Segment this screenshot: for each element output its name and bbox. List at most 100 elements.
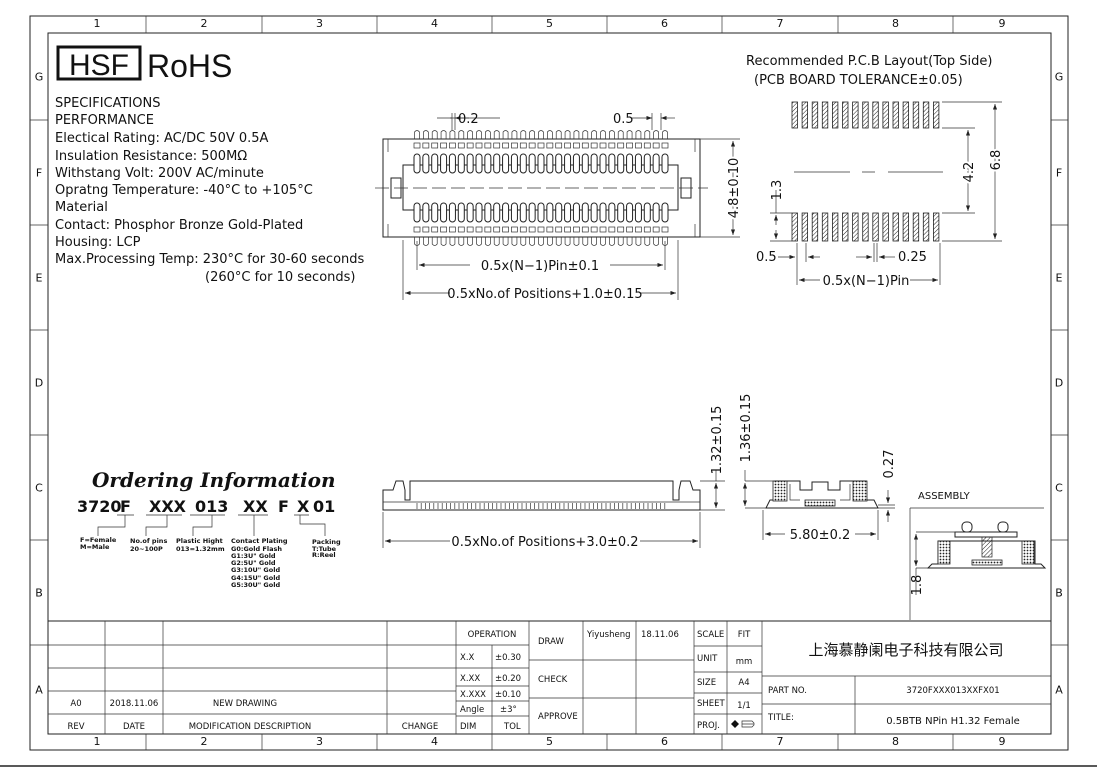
pcb-pad — [902, 212, 909, 242]
pin-bottom — [502, 237, 509, 246]
size-label: SIZE — [697, 678, 716, 688]
pin-bottom — [529, 237, 535, 246]
contact — [475, 153, 483, 174]
contact — [643, 202, 651, 223]
pin-window — [626, 226, 633, 233]
tol-dim: X.X — [460, 653, 475, 663]
pin-window — [599, 142, 607, 149]
height-value: 013=1.32mm — [176, 545, 225, 553]
tol-dim: Angle — [460, 705, 484, 715]
spec-line: Withstang Volt: 200V AC/minute — [55, 166, 264, 181]
pin-bottom — [449, 237, 456, 246]
pin-top — [600, 130, 606, 139]
pcb-pad — [862, 212, 869, 242]
zone-row-label: A — [35, 684, 43, 697]
zone-row-label: D — [1055, 377, 1063, 390]
zone-row-label: B — [1055, 587, 1063, 600]
contact — [555, 153, 563, 174]
contact — [413, 153, 421, 174]
pin-window — [608, 142, 616, 149]
part-no-label: PART NO. — [768, 686, 807, 696]
pin-bottom — [467, 237, 473, 246]
contact — [431, 153, 439, 174]
packing-label: Packing — [312, 538, 341, 546]
contact — [528, 153, 536, 174]
date-header: DATE — [123, 722, 145, 732]
pin-window — [511, 226, 518, 233]
spec-line: Max.Processing Temp: 230°C for 30-60 sec… — [55, 252, 365, 267]
ordering-information: Ordering Information 3720 F XXX 013 XX F… — [77, 468, 341, 589]
pin-top — [502, 130, 509, 139]
pin-window — [502, 226, 509, 233]
pcb-pad — [872, 101, 879, 129]
pin-window — [546, 226, 554, 233]
spec-line: Housing: LCP — [55, 235, 141, 250]
dim-pcb-pitch: 0.5 — [756, 250, 777, 265]
pcb-pad — [922, 101, 930, 129]
contact — [555, 202, 563, 223]
contact — [519, 202, 527, 223]
pin-top — [493, 130, 500, 139]
pcb-pad — [922, 212, 930, 242]
pin-window — [590, 142, 598, 149]
pin-bottom — [458, 237, 465, 246]
contact — [519, 153, 527, 174]
unit-value: mm — [736, 657, 753, 667]
pin-bottom — [538, 237, 544, 246]
pin-top — [423, 130, 429, 139]
pin-window — [661, 226, 669, 233]
pin-bottom — [547, 237, 553, 246]
plating-option: G3:10U" Gold — [231, 566, 280, 574]
pin-window — [573, 226, 580, 233]
contact — [581, 202, 589, 223]
pin-window — [555, 226, 563, 233]
contact — [493, 202, 501, 223]
pin-window — [599, 226, 607, 233]
zone-column-label: 9 — [999, 735, 1006, 748]
pin-window — [652, 226, 660, 233]
height-label: Plastic Hight — [176, 537, 223, 545]
gender-option: F=Female — [80, 536, 117, 544]
contact — [608, 202, 616, 223]
pin-top — [476, 130, 482, 139]
rev-date: 2018.11.06 — [110, 699, 159, 709]
pin-top — [520, 130, 527, 139]
zone-column-label: 4 — [431, 735, 438, 748]
zone-row-label: B — [35, 587, 43, 600]
zone-column-label: 1 — [94, 735, 101, 748]
contact — [422, 153, 430, 174]
pin-bottom — [423, 237, 429, 246]
tol-dim: X.XX — [460, 674, 480, 684]
dim-pad-length: 1.3 — [770, 180, 785, 201]
dim-pin-width: 0.2 — [458, 112, 479, 127]
check-label: CHECK — [538, 675, 568, 685]
pin-window — [617, 142, 625, 149]
plating-option: G5:30U" Gold — [231, 581, 280, 589]
code-pins: XXX — [149, 497, 187, 516]
zone-column-label: 4 — [431, 17, 438, 30]
contact — [643, 153, 651, 174]
pin-bottom — [600, 237, 606, 246]
dim-side-length: 0.5xNo.of Positions+3.0±0.2 — [451, 535, 638, 550]
tol-dim: X.XXX — [460, 690, 486, 700]
zone-column-label: 5 — [546, 735, 553, 748]
pcb-pad — [912, 101, 920, 129]
code-gender: F — [120, 497, 131, 516]
pin-window — [484, 142, 492, 149]
rev-value: A0 — [70, 699, 81, 709]
contact — [634, 153, 642, 174]
packing-option: T:Tube — [312, 545, 337, 553]
tol-value: ±0.20 — [495, 674, 521, 684]
pin-window — [573, 142, 580, 149]
inner-frame — [47, 32, 1052, 735]
zone-row-label: C — [1055, 482, 1063, 495]
pin-top — [511, 130, 518, 139]
pin-window — [422, 142, 430, 149]
pin-top — [617, 130, 624, 139]
contact — [537, 153, 545, 174]
pin-bottom — [617, 237, 624, 246]
pcb-pad — [801, 101, 808, 129]
ordering-title: Ordering Information — [92, 468, 336, 492]
